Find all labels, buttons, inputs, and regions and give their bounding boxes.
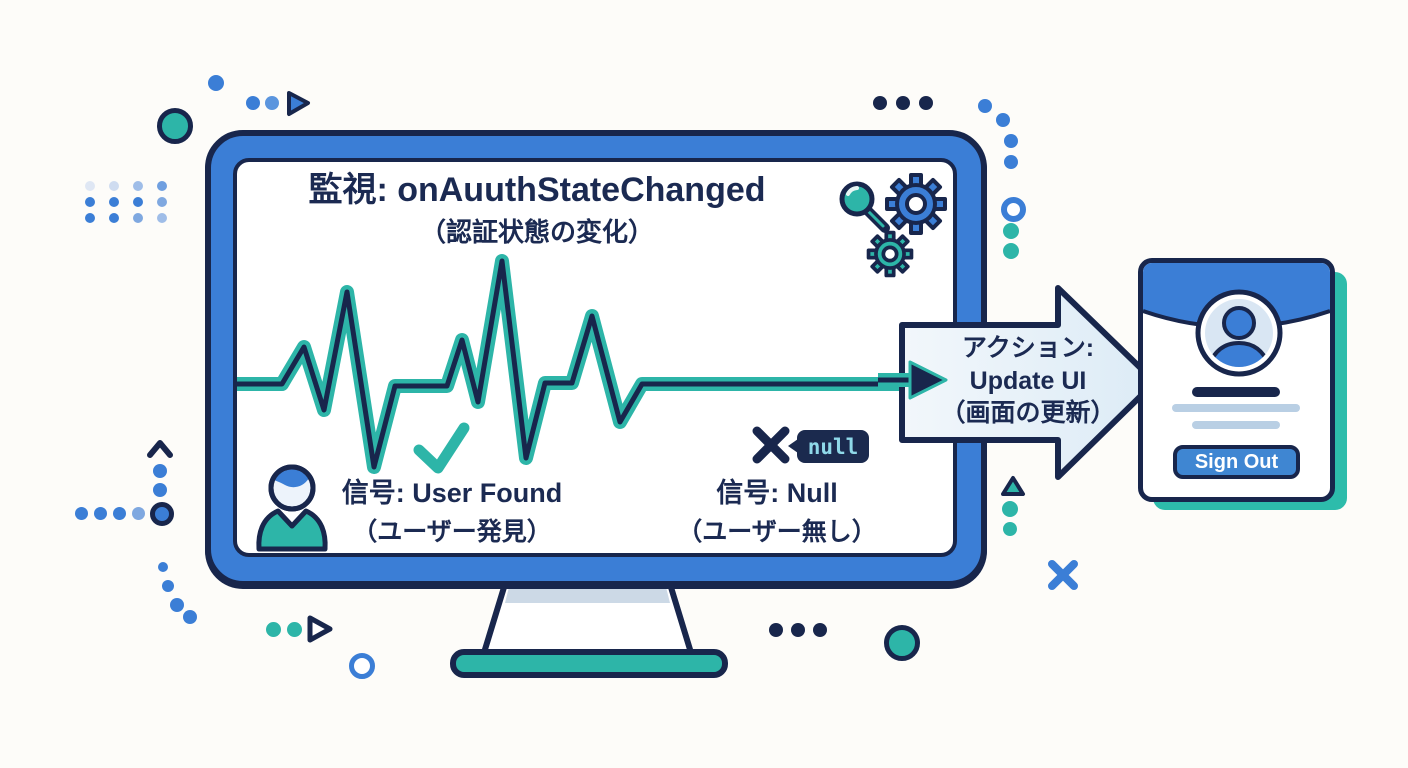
text-placeholder-line: [1172, 404, 1300, 412]
navy-dot: [873, 96, 887, 110]
blue-dot: [183, 610, 197, 624]
teal-dot: [1003, 522, 1017, 536]
stand-base: [450, 649, 728, 678]
navy-dot: [813, 623, 827, 637]
teal-dot: [1002, 501, 1018, 517]
blue-dot: [978, 99, 992, 113]
blue-x-mark-icon: [1048, 560, 1078, 590]
teal-dot: [1003, 243, 1019, 259]
blue-dot: [1004, 134, 1018, 148]
checkmark-icon: [413, 422, 470, 474]
teal-dot: [266, 622, 281, 637]
teal-ring-circle: [157, 108, 193, 144]
screen-subtitle: （認証状態の変化）: [419, 217, 654, 247]
teal-dot: [287, 622, 302, 637]
signal-null-label: 信号: Null: [716, 478, 838, 508]
blue-dot: [1004, 155, 1018, 169]
signal-found-label: 信号: User Found: [341, 478, 563, 508]
action-line-1: アクション:: [961, 334, 1095, 362]
blue-dot: [208, 75, 224, 91]
blue-dot: [246, 96, 260, 110]
action-arrow-label: アクション: Update UI （画面の更新）: [917, 332, 1139, 430]
teal-ring-circle: [884, 625, 920, 661]
blue-dot: [265, 96, 279, 110]
action-block-arrow: [899, 285, 1158, 480]
action-line-2: Update UI: [969, 366, 1087, 395]
null-code-badge: null: [788, 430, 869, 463]
blue-dot: [996, 113, 1010, 127]
monitor-stand: [450, 581, 728, 678]
blue-ring-open: [1001, 197, 1026, 222]
name-placeholder-line: [1192, 387, 1280, 397]
navy-dot: [791, 623, 805, 637]
blue-dot: [170, 598, 184, 612]
signal-arrowhead-icon: [878, 360, 948, 400]
gear-icon: [885, 173, 947, 235]
blue-dot: [153, 483, 167, 497]
search-and-gears-icons: [839, 173, 947, 278]
blue-dot: [94, 507, 107, 520]
blue-ring-open: [349, 653, 375, 679]
play-triangle-icon: [287, 91, 310, 116]
play-triangle-outline-icon: [307, 615, 333, 643]
ecg-signal-line: [237, 254, 924, 474]
blue-dot: [132, 507, 145, 520]
profile-card: Sign Out: [1138, 258, 1335, 502]
text-placeholder-line: [1192, 421, 1280, 429]
blue-ring-circle: [150, 502, 174, 526]
monitor-screen: 監視: onAuuthStateChanged （認証状態の変化）: [233, 158, 957, 557]
screen-title: 監視: onAuuthStateChanged: [308, 171, 766, 209]
blue-dot: [158, 562, 168, 572]
blue-dot: [75, 507, 88, 520]
sign-out-button[interactable]: Sign Out: [1173, 445, 1300, 479]
navy-dot: [896, 96, 910, 110]
action-line-3: （画面の更新）: [940, 399, 1116, 427]
blue-dot: [153, 464, 167, 478]
navy-dot: [919, 96, 933, 110]
search-icon: [839, 181, 890, 233]
caret-chevron-icon: [147, 440, 173, 458]
gear-icon: [866, 230, 914, 278]
x-mark-icon: [752, 426, 790, 464]
blue-dot: [162, 580, 174, 592]
teal-dot: [1003, 223, 1019, 239]
stand-shade: [505, 587, 670, 603]
user-avatar-icon: [1195, 289, 1283, 377]
teal-triangle-icon: [1001, 476, 1025, 496]
blue-dot: [113, 507, 126, 520]
dot-grid: [85, 181, 167, 223]
navy-dot: [769, 623, 783, 637]
user-icon: [256, 464, 328, 552]
signal-found-sublabel: （ユーザー発見）: [352, 518, 552, 546]
signal-null-sublabel: （ユーザー無し）: [677, 518, 877, 546]
